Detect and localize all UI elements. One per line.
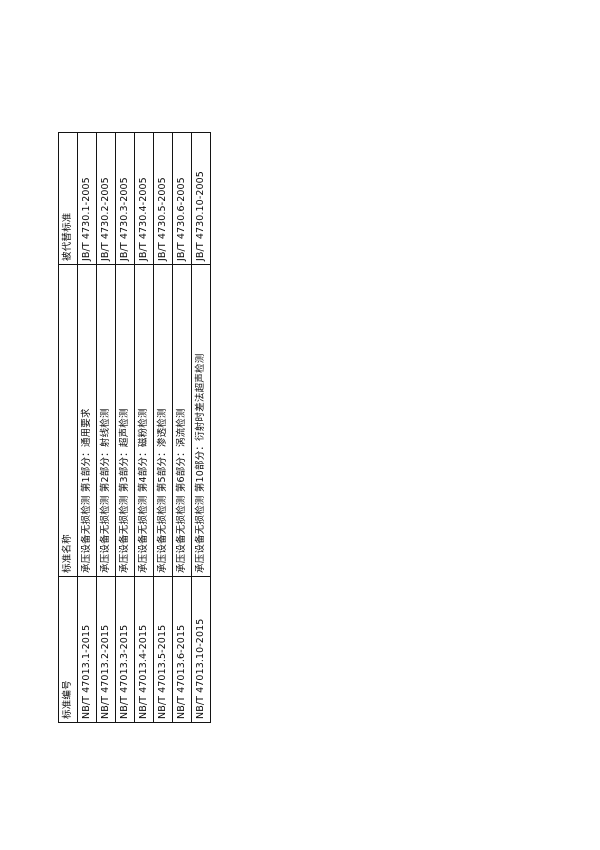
table-row: NB/T 47013.5-2015 承压设备无损检测 第5部分：渗透检测 JB/… bbox=[153, 132, 173, 723]
cell-replaced-standard: JB/T 4730.4-2005 bbox=[134, 132, 154, 265]
column-header-code: 标准编号 bbox=[58, 576, 78, 723]
table-header: 标准编号 标准名称 被代替标准 bbox=[58, 132, 78, 723]
cell-standard-name: 承压设备无损检测 第2部分：射线检测 bbox=[96, 264, 116, 577]
cell-standard-name: 承压设备无损检测 第4部分：磁粉检测 bbox=[134, 264, 154, 577]
table-body: NB/T 47013.1-2015 承压设备无损检测 第1部分：通用要求 JB/… bbox=[77, 132, 211, 723]
cell-standard-code: NB/T 47013.2-2015 bbox=[96, 576, 116, 723]
table-row: NB/T 47013.2-2015 承压设备无损检测 第2部分：射线检测 JB/… bbox=[96, 132, 116, 723]
cell-replaced-standard: JB/T 4730.3-2005 bbox=[115, 132, 135, 265]
cell-standard-name: 承压设备无损检测 第5部分：渗透检测 bbox=[153, 264, 173, 577]
cell-replaced-standard: JB/T 4730.2-2005 bbox=[96, 132, 116, 265]
cell-standard-code: NB/T 47013.1-2015 bbox=[77, 576, 97, 723]
table-row: NB/T 47013.1-2015 承压设备无损检测 第1部分：通用要求 JB/… bbox=[77, 132, 97, 723]
table-row: NB/T 47013.6-2015 承压设备无损检测 第6部分：涡流检测 JB/… bbox=[172, 132, 192, 723]
column-header-replaced: 被代替标准 bbox=[58, 132, 78, 265]
cell-standard-name: 承压设备无损检测 第6部分：涡流检测 bbox=[172, 264, 192, 577]
rotated-table-wrapper: 标准编号 标准名称 被代替标准 NB/T 47013.1-2015 承压设备无损… bbox=[58, 132, 211, 723]
cell-replaced-standard: JB/T 4730.10-2005 bbox=[191, 132, 211, 265]
standards-table: 标准编号 标准名称 被代替标准 NB/T 47013.1-2015 承压设备无损… bbox=[58, 132, 211, 723]
table-header-row: 标准编号 标准名称 被代替标准 bbox=[58, 132, 78, 723]
column-header-name: 标准名称 bbox=[58, 264, 78, 577]
cell-standard-name: 承压设备无损检测 第3部分：超声检测 bbox=[115, 264, 135, 577]
table-row: NB/T 47013.3-2015 承压设备无损检测 第3部分：超声检测 JB/… bbox=[115, 132, 135, 723]
cell-replaced-standard: JB/T 4730.5-2005 bbox=[153, 132, 173, 265]
cell-standard-code: NB/T 47013.6-2015 bbox=[172, 576, 192, 723]
cell-standard-code: NB/T 47013.10-2015 bbox=[191, 576, 211, 723]
cell-standard-name: 承压设备无损检测 第10部分：衍射时差法超声检测 bbox=[191, 264, 211, 577]
cell-standard-name: 承压设备无损检测 第1部分：通用要求 bbox=[77, 264, 97, 577]
cell-standard-code: NB/T 47013.3-2015 bbox=[115, 576, 135, 723]
table-row: NB/T 47013.10-2015 承压设备无损检测 第10部分：衍射时差法超… bbox=[191, 132, 211, 723]
cell-standard-code: NB/T 47013.4-2015 bbox=[134, 576, 154, 723]
cell-replaced-standard: JB/T 4730.6-2005 bbox=[172, 132, 192, 265]
cell-standard-code: NB/T 47013.5-2015 bbox=[153, 576, 173, 723]
cell-replaced-standard: JB/T 4730.1-2005 bbox=[77, 132, 97, 265]
table-row: NB/T 47013.4-2015 承压设备无损检测 第4部分：磁粉检测 JB/… bbox=[134, 132, 154, 723]
